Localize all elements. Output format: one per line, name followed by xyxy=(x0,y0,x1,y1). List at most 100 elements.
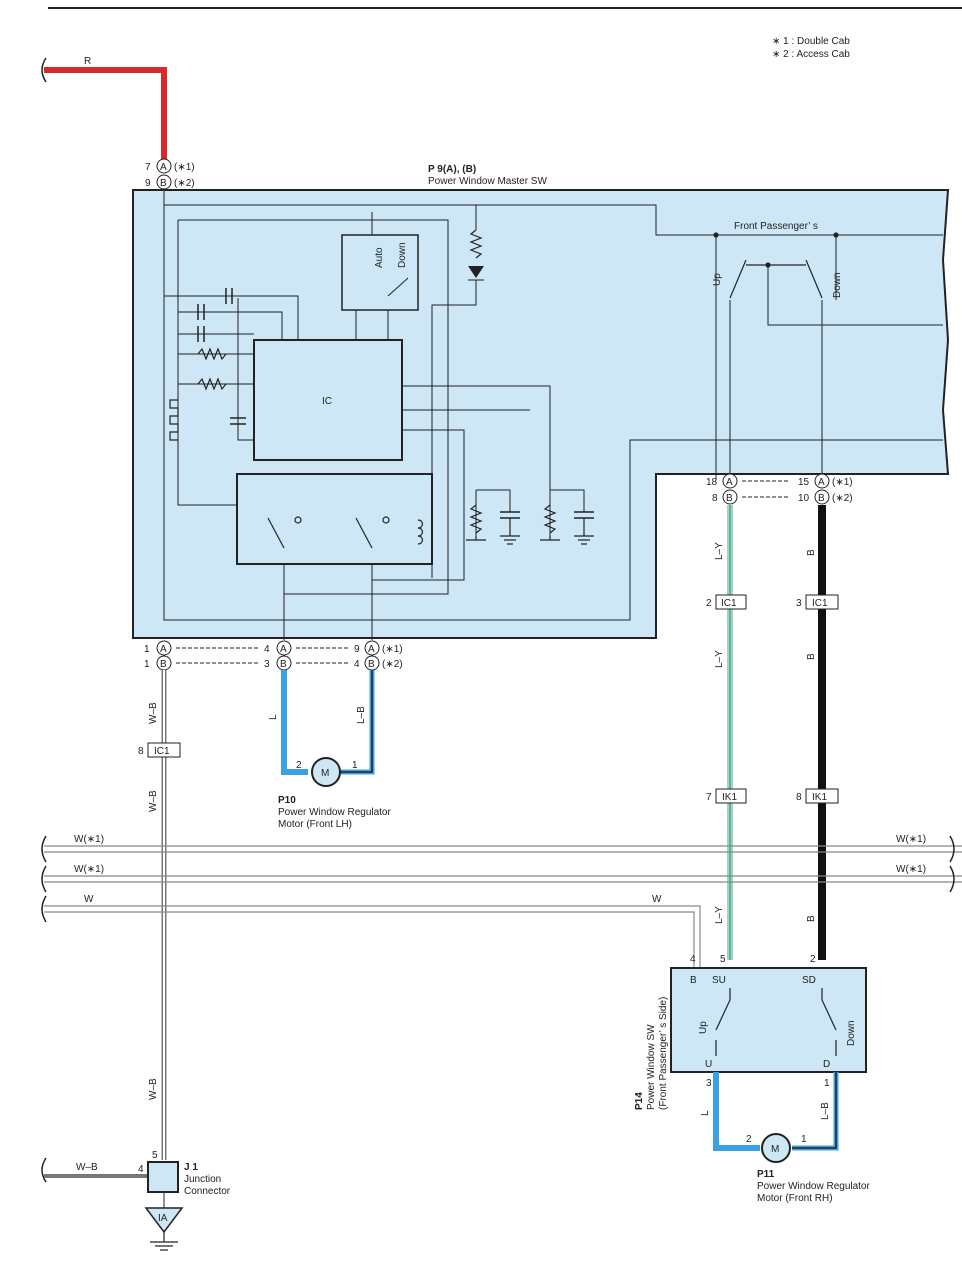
capacitors xyxy=(197,288,594,519)
connector-ic1-ly xyxy=(715,594,747,610)
p10-line1: Power Window Regulator xyxy=(278,807,391,818)
pin-9a-l: A xyxy=(368,644,375,655)
ic-block xyxy=(253,339,403,461)
fp-switch-contacts xyxy=(713,232,839,299)
w-label-right-1: W(∗1) xyxy=(896,834,926,845)
wire-l-rh xyxy=(713,1072,760,1151)
pin-18: 18 xyxy=(706,477,718,488)
label-ly-2: L–Y xyxy=(714,650,725,668)
pin-8r-b: B xyxy=(726,493,733,504)
right-pins: 18 A 15 A (∗1) 8 B 10 B (∗2) xyxy=(706,473,853,505)
label-l-rh: L xyxy=(700,1110,711,1116)
pin-1b: 1 xyxy=(144,659,150,670)
pin-4a: 4 xyxy=(264,644,270,655)
pin-a-top xyxy=(156,158,172,174)
j1-connector xyxy=(147,1161,179,1193)
down-label: Down xyxy=(397,242,408,268)
pin-4a-l: A xyxy=(280,644,287,655)
connector-ic1-left-label: IC1 xyxy=(154,746,170,757)
ground-symbols xyxy=(466,518,594,545)
j1-line2: Connector xyxy=(184,1186,231,1197)
pin-7-ik1: 7 xyxy=(706,792,712,803)
connector-ik1-ly xyxy=(715,788,747,804)
p14-switch-body xyxy=(670,967,867,1073)
label-wb-2: W–B xyxy=(148,790,159,812)
master-switch-code: P 9(A), (B) xyxy=(428,164,476,175)
relay-contacts xyxy=(267,516,424,549)
p14-down: Down xyxy=(846,1020,857,1046)
ground-icon xyxy=(150,1232,178,1251)
fp-up-label: Up xyxy=(712,273,723,286)
motor-rh-m: M xyxy=(771,1144,779,1155)
pin-9: 9 xyxy=(145,178,151,189)
connector-ik1-b xyxy=(805,788,839,804)
label-lb-lh: L–B xyxy=(356,706,367,724)
bottom-pins: 1 A 4 A 9 A (∗1) 1 B 3 B 4 B (∗2) xyxy=(144,640,403,671)
pin-4b: 4 xyxy=(354,659,360,670)
pin-10: 10 xyxy=(798,493,810,504)
w-label-right-2: W(∗1) xyxy=(896,864,926,875)
pin-4b-l: B xyxy=(368,659,375,670)
p14-pin4: 4 xyxy=(690,954,696,965)
pin-1a-l: A xyxy=(160,644,167,655)
motor-rh-pin1: 1 xyxy=(801,1134,807,1145)
pin-8-ik1: 8 xyxy=(796,792,802,803)
front-passenger-label: Front Passenger’ s xyxy=(734,221,818,232)
internal-wiring xyxy=(163,189,943,640)
pin-15-a: A xyxy=(818,477,825,488)
p14-u: U xyxy=(705,1059,712,1070)
p14-pin1: 1 xyxy=(824,1078,830,1089)
wire-lb-lh-core xyxy=(340,670,373,773)
auto-label: Auto xyxy=(374,247,385,268)
pin-1a: 1 xyxy=(144,644,150,655)
connector-ic1-left xyxy=(147,742,181,758)
p14-b: B xyxy=(690,975,697,986)
w-wires xyxy=(44,845,962,968)
wire-bracket-left xyxy=(41,57,47,83)
note-access-cab: ∗ 2 : Access Cab xyxy=(772,49,850,60)
note-double-cab: ∗ 1 : Double Cab xyxy=(772,36,850,47)
p14-up: Up xyxy=(698,1021,709,1034)
label-ly-3: L–Y xyxy=(714,906,725,924)
ground-ia xyxy=(144,1207,184,1234)
auto-down-switch xyxy=(341,234,419,311)
p14-contacts xyxy=(715,988,837,1056)
resistors xyxy=(169,229,557,534)
w-label-left-3: W xyxy=(84,894,94,905)
pin-7: 7 xyxy=(145,162,151,173)
w-label-left-1: W(∗1) xyxy=(74,834,104,845)
motor-rh-pin2: 2 xyxy=(746,1134,752,1145)
motor-lh-pin1: 1 xyxy=(352,760,358,771)
label-b-1: B xyxy=(806,549,817,556)
pin-a-top-label: A xyxy=(160,162,167,173)
label-b-2: B xyxy=(806,653,817,660)
motor-rh xyxy=(761,1133,791,1163)
pin-9a-star: (∗1) xyxy=(382,644,403,655)
pin-3b: 3 xyxy=(264,659,270,670)
pin-4b-star: (∗2) xyxy=(382,659,403,670)
pin-15-star: (∗1) xyxy=(832,477,853,488)
p14-su: SU xyxy=(712,975,726,986)
label-lb-rh: L–B xyxy=(820,1102,831,1120)
auto-down-contact xyxy=(387,277,409,297)
p11-line2: Motor (Front RH) xyxy=(757,1193,833,1204)
pin-10-star: (∗2) xyxy=(832,493,853,504)
pin-b-top-label: B xyxy=(160,178,167,189)
pin-2-ic1: 2 xyxy=(706,598,712,609)
relay-block xyxy=(236,473,433,565)
w-label-left-2: W(∗1) xyxy=(74,864,104,875)
label-wb-1: W–B xyxy=(148,702,159,724)
motor-lh-m: M xyxy=(321,768,329,779)
pin-9a: 9 xyxy=(354,644,360,655)
wire-l-lh xyxy=(281,670,308,775)
j1-pin5: 5 xyxy=(152,1150,158,1161)
connector-ic1-b-label: IC1 xyxy=(812,598,828,609)
connector-ic1-ly-label: IC1 xyxy=(721,598,737,609)
label-b-3: B xyxy=(806,915,817,922)
pin-8r: 8 xyxy=(712,493,718,504)
led-icon xyxy=(468,266,484,278)
p14-line1: Power Window SW xyxy=(646,1024,657,1110)
j1-line1: Junction xyxy=(184,1174,221,1185)
star1-top: (∗1) xyxy=(174,162,195,173)
